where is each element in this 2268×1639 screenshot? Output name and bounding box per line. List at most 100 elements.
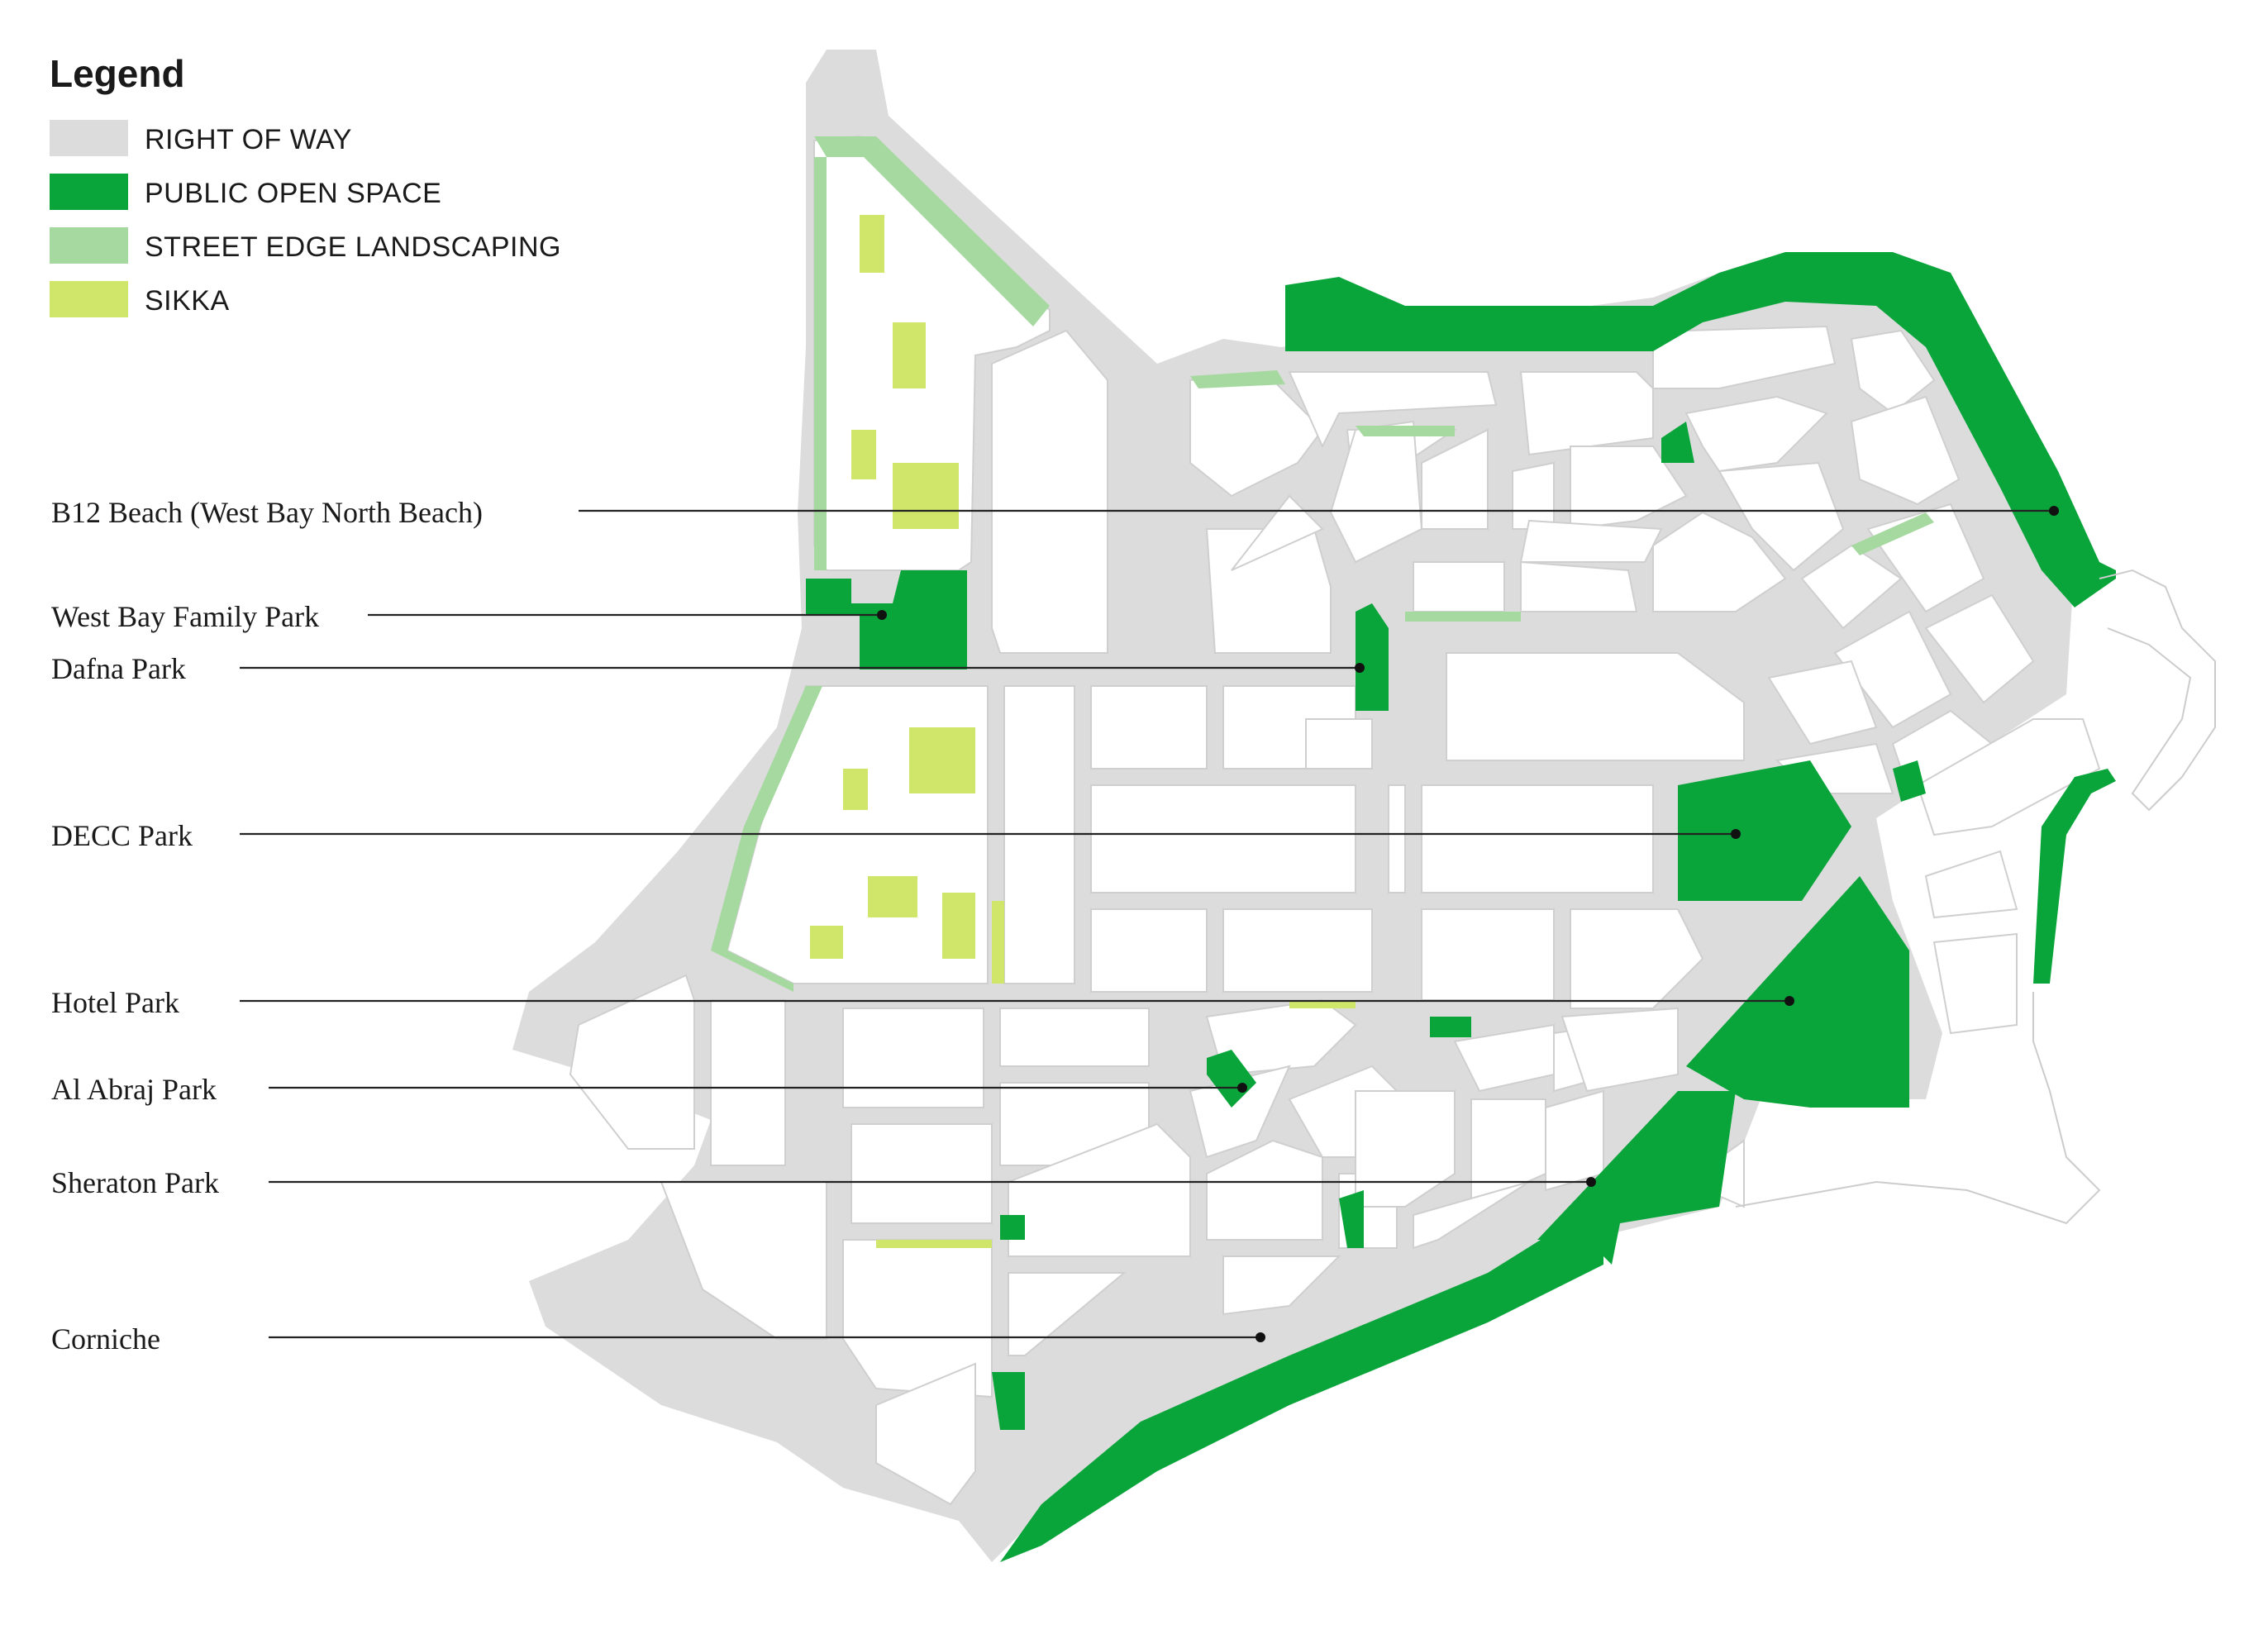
label-sheraton-park: Sheraton Park (51, 1166, 219, 1199)
block (1421, 428, 1489, 530)
landscaping-strip (1851, 512, 1934, 555)
block (1850, 329, 1936, 415)
block (1222, 1255, 1341, 1316)
block (842, 1008, 984, 1108)
block (1570, 445, 1688, 531)
block (1413, 561, 1505, 612)
legend-swatch-right-of-way (50, 120, 128, 156)
label-hotel-park: Hotel Park (51, 986, 179, 1019)
park-callouts: B12 Beach (West Bay North Beach) West Ba… (51, 496, 2059, 1356)
harbour-outline (1735, 569, 2216, 1225)
block (1932, 932, 2018, 1035)
sikka-patch (876, 1240, 992, 1248)
block (1652, 511, 1787, 612)
block (1512, 461, 1555, 530)
corniche-strip (1000, 1232, 1603, 1562)
block (1329, 420, 1423, 564)
public-open-space (806, 252, 2116, 1562)
legend: Legend RIGHT OF WAY PUBLIC OPEN SPACE ST… (50, 52, 561, 317)
park-patch (1000, 1215, 1025, 1240)
city-blocks (569, 135, 2101, 1506)
block (1305, 718, 1373, 769)
block (1222, 908, 1373, 993)
street-edge-landscaping (711, 136, 1934, 992)
block (875, 1362, 976, 1506)
sikka-patch (860, 215, 884, 273)
block (1189, 1065, 1291, 1159)
leader-dot (877, 610, 887, 620)
landscaping-strip (1405, 612, 1521, 622)
coastline (1735, 992, 2101, 1225)
block (1767, 660, 1878, 746)
sikka-patch (1289, 1000, 1356, 1008)
b12-beach-area (1285, 252, 2116, 607)
park-patch (1661, 422, 1694, 463)
block (1560, 1007, 1679, 1093)
leader-dot (1237, 1083, 1247, 1093)
sikka-patch (909, 727, 975, 793)
block (999, 1008, 1150, 1067)
sheraton-park (1537, 1091, 1736, 1265)
block (569, 974, 695, 1150)
block (1388, 784, 1406, 893)
park-patch (1430, 1017, 1471, 1037)
block (1008, 1272, 1127, 1356)
landscaping-strip (814, 136, 1050, 326)
block (1008, 1122, 1191, 1257)
block (1833, 610, 1952, 729)
label-b12-beach: B12 Beach (West Bay North Beach) (51, 496, 483, 529)
block (1718, 461, 1845, 572)
sikka-areas (810, 215, 1356, 1248)
sikka-patch (851, 430, 876, 479)
block (1090, 908, 1208, 993)
label-decc-park: DECC Park (51, 819, 193, 852)
block (1421, 784, 1654, 893)
block (710, 999, 786, 1166)
block (1413, 1181, 1530, 1250)
label-west-bay-family-park: West Bay Family Park (51, 600, 319, 633)
block (1924, 593, 2035, 704)
park-patch (1339, 1190, 1364, 1248)
block (1545, 1089, 1604, 1192)
legend-swatch-public-open-space (50, 174, 128, 210)
sikka-patch (942, 893, 975, 959)
legend-label-right-of-way: RIGHT OF WAY (145, 124, 352, 155)
al-abraj-park (1207, 1050, 1256, 1108)
sikka-patch (992, 901, 1004, 984)
legend-swatch-street-edge-landscaping (50, 227, 128, 264)
block (1684, 395, 1828, 473)
block (1519, 519, 1663, 563)
sikka-patch (893, 322, 926, 388)
block (1916, 718, 2101, 836)
park-patch (992, 1372, 1025, 1430)
block (1850, 395, 1961, 506)
block (1090, 784, 1356, 893)
leader-dot (1256, 1332, 1265, 1342)
block (1231, 494, 1324, 571)
leader-dot (1355, 663, 1365, 673)
leader-dot (2049, 506, 2059, 516)
park-patch (1893, 760, 1926, 802)
sikka-patch (843, 769, 868, 810)
sikka-patch (893, 463, 959, 529)
sikka-patch (868, 876, 917, 917)
legend-label-public-open-space: PUBLIC OPEN SPACE (145, 178, 441, 209)
legend-title: Legend (50, 52, 185, 95)
block (991, 329, 1108, 654)
west-bay-family-park (806, 570, 967, 669)
decc-park (1678, 760, 1851, 901)
block (1570, 908, 1704, 1009)
legend-label-sikka: SIKKA (145, 285, 230, 317)
block (1446, 652, 1745, 761)
landscaping-strip (1190, 370, 1285, 388)
block (1924, 850, 2018, 919)
block (1421, 908, 1555, 1001)
marina-breakwater (2033, 769, 2116, 984)
legend-label-street-edge-landscaping: STREET EDGE LANDSCAPING (145, 231, 561, 263)
label-al-abraj-park: Al Abraj Park (51, 1073, 217, 1106)
block (1355, 1090, 1456, 1208)
label-corniche: Corniche (51, 1322, 160, 1356)
block (1288, 371, 1498, 449)
sikka-patch (810, 926, 843, 959)
